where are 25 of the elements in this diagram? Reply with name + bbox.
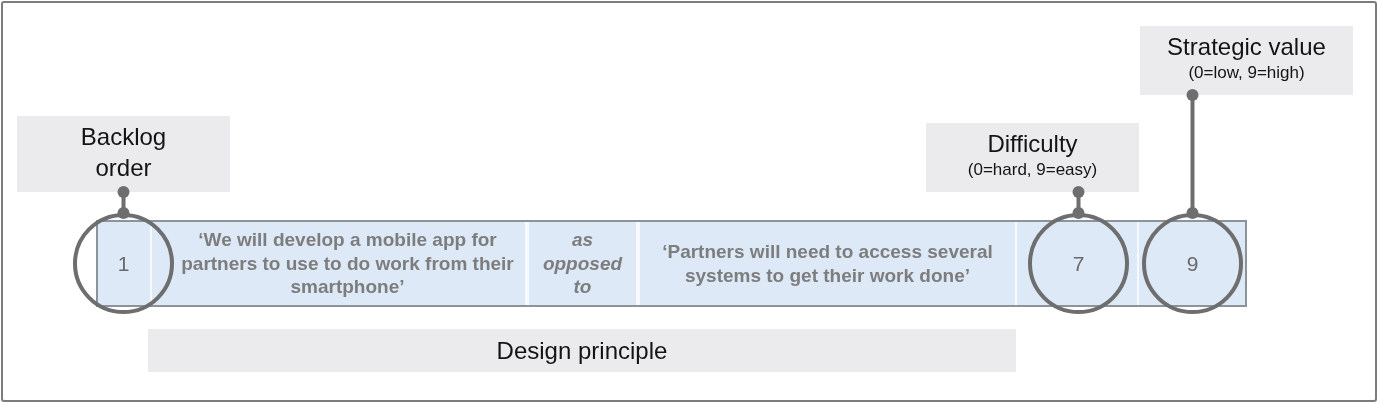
score-number: 7 — [1072, 251, 1085, 276]
table-cell — [150, 222, 527, 305]
statement-text: ‘Partners will need to access several systems to get their work done’ — [661, 239, 994, 288]
heading-text: Difficulty — [987, 129, 1078, 159]
statement-row — [96, 220, 1247, 307]
score-number: 9 — [1186, 251, 1199, 276]
connector-phrase: as opposed to — [541, 227, 624, 300]
leader-line — [1186, 89, 1199, 219]
table-cell — [638, 222, 1017, 305]
statement-text: ‘We will develop a mobile app for partners to use to do work from their smartphone’ — [180, 227, 515, 300]
score-number: 1 — [117, 251, 130, 276]
label-box — [926, 123, 1139, 192]
label-box — [1140, 26, 1353, 95]
leader-line — [117, 186, 130, 219]
heading-text: Backlog order — [79, 122, 168, 184]
highlight-circle — [1142, 213, 1243, 314]
scale-note: (0=hard, 9=easy) — [967, 159, 1098, 182]
highlight-circle — [73, 213, 174, 314]
highlight-circle — [1028, 213, 1129, 314]
leader-line — [1072, 186, 1085, 219]
scale-note: (0=low, 9=high) — [1188, 62, 1305, 85]
table-cell — [527, 222, 638, 305]
section-label: Design principle — [496, 336, 668, 365]
label-box — [17, 116, 230, 192]
heading-text: Strategic value — [1167, 32, 1326, 62]
